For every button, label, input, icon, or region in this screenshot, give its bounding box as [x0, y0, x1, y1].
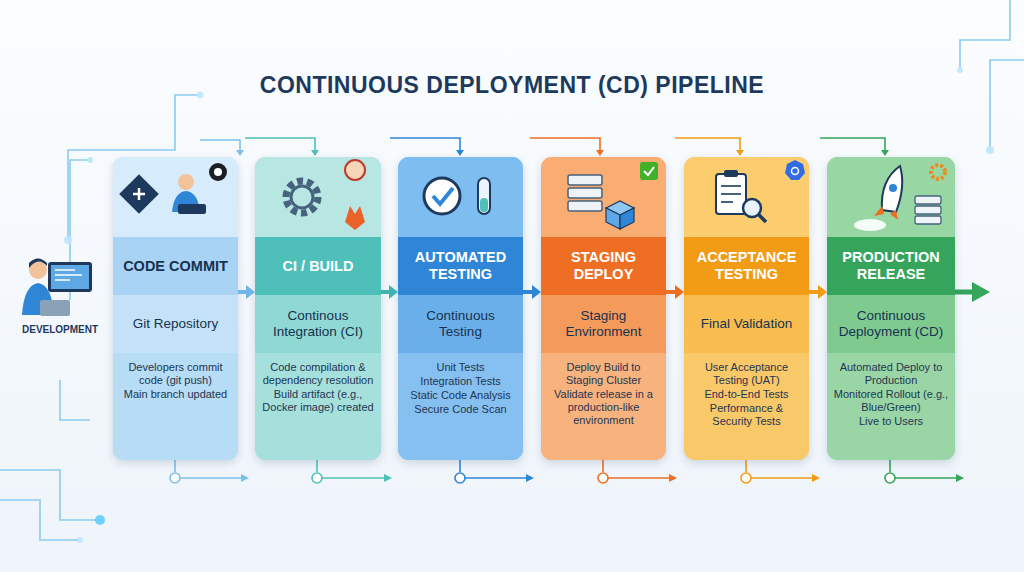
stage-detail: Deploy Build to Staging Cluster	[547, 361, 660, 387]
stage-detail: Monitored Rollout (e.g., Blue/Green)	[833, 388, 949, 414]
stage-title: STAGING DEPLOY	[545, 249, 662, 283]
stage-subtitle: Final Validation	[701, 316, 792, 332]
stage-card: CI / BUILD Continous Integration (CI) Code…	[255, 157, 381, 460]
stage-card: CODE COMMIT Git RepositoryDevelopers comm…	[113, 157, 238, 460]
detail-area: Automated Deploy to ProductionMonitored …	[827, 353, 955, 460]
detail-area: Code compilation & dependency resolution…	[255, 353, 381, 460]
stage-detail: Code compilation & dependency resolution	[261, 361, 375, 387]
title-band: CODE COMMIT	[113, 237, 238, 295]
stage-detail: Automated Deploy to Production	[833, 361, 949, 387]
subtitle-area: Git Repository	[113, 295, 238, 353]
stage-card: STAGING DEPLOY Staging EnvironmentDeploy …	[541, 157, 666, 460]
stage-card: PRODUCTION RELEASE Continuous Deployment …	[827, 157, 955, 460]
icon-area	[113, 157, 238, 237]
title-band: ACCEPTANCE TESTING	[684, 237, 809, 295]
flow-arrow	[666, 285, 684, 299]
developer-figure	[22, 259, 92, 317]
stage-detail: User Acceptance Testing (UAT)	[690, 361, 803, 387]
stage-title: ACCEPTANCE TESTING	[688, 249, 805, 283]
detail-area: Deploy Build to Staging ClusterValidate …	[541, 353, 666, 460]
diagram-title: CONTINUOUS DEPLOYMENT (CD) PIPELINE	[0, 72, 1024, 99]
stage-detail: Main branch updated	[124, 388, 227, 401]
stage-detail: Validate release in a production-like en…	[547, 388, 660, 427]
stage-detail: Secure Code Scan	[414, 403, 506, 416]
stage-card: AUTOMATED TESTING Continuous TestingUnit …	[398, 157, 523, 460]
stage-title: CI / BUILD	[283, 258, 354, 275]
stage-detail: Build artifact (e.g., Docker image) crea…	[261, 388, 375, 414]
stage-title: CODE COMMIT	[123, 258, 228, 275]
title-band: CI / BUILD	[255, 237, 381, 295]
subtitle-area: Staging Environment	[541, 295, 666, 353]
subtitle-area: Continous Integration (CI)	[255, 295, 381, 353]
flow-arrow	[238, 285, 255, 299]
detail-area: Developers commit code (git push)Main br…	[113, 353, 238, 460]
icon-area	[255, 157, 381, 237]
detail-area: User Acceptance Testing (UAT)End-to-End …	[684, 353, 809, 460]
stage-detail: End-to-End Tests	[704, 388, 788, 401]
stage-title: PRODUCTION RELEASE	[831, 249, 951, 283]
stage-detail: Developers commit code (git push)	[119, 361, 232, 387]
stage-subtitle: Git Repository	[133, 316, 219, 332]
icon-area	[684, 157, 809, 237]
stage-title: AUTOMATED TESTING	[402, 249, 519, 283]
stage-subtitle: Continuous Testing	[404, 308, 517, 340]
subtitle-area: Continuous Deployment (CD)	[827, 295, 955, 353]
flow-arrow	[523, 285, 541, 299]
title-band: STAGING DEPLOY	[541, 237, 666, 295]
stage-detail: Unit Tests	[436, 361, 484, 374]
icon-area	[541, 157, 666, 237]
flow-arrow	[381, 285, 398, 299]
detail-area: Unit TestsIntegration TestsStatic Code A…	[398, 353, 523, 460]
title-band: PRODUCTION RELEASE	[827, 237, 955, 295]
flow-arrow	[809, 285, 827, 299]
stage-detail: Static Code Analysis	[410, 389, 510, 402]
stage-detail: Integration Tests	[420, 375, 501, 388]
stage-detail: Performance & Security Tests	[690, 402, 803, 428]
stage-subtitle: Continuous Deployment (CD)	[833, 308, 949, 340]
developer-label: DEVELOPMENT	[22, 324, 98, 335]
subtitle-area: Continuous Testing	[398, 295, 523, 353]
title-band: AUTOMATED TESTING	[398, 237, 523, 295]
stage-subtitle: Staging Environment	[547, 308, 660, 340]
stage-subtitle: Continous Integration (CI)	[261, 308, 375, 340]
stage-card: ACCEPTANCE TESTING Final ValidationUser A…	[684, 157, 809, 460]
stage-detail: Live to Users	[859, 415, 923, 428]
subtitle-area: Final Validation	[684, 295, 809, 353]
icon-area	[827, 157, 955, 237]
icon-area	[398, 157, 523, 237]
